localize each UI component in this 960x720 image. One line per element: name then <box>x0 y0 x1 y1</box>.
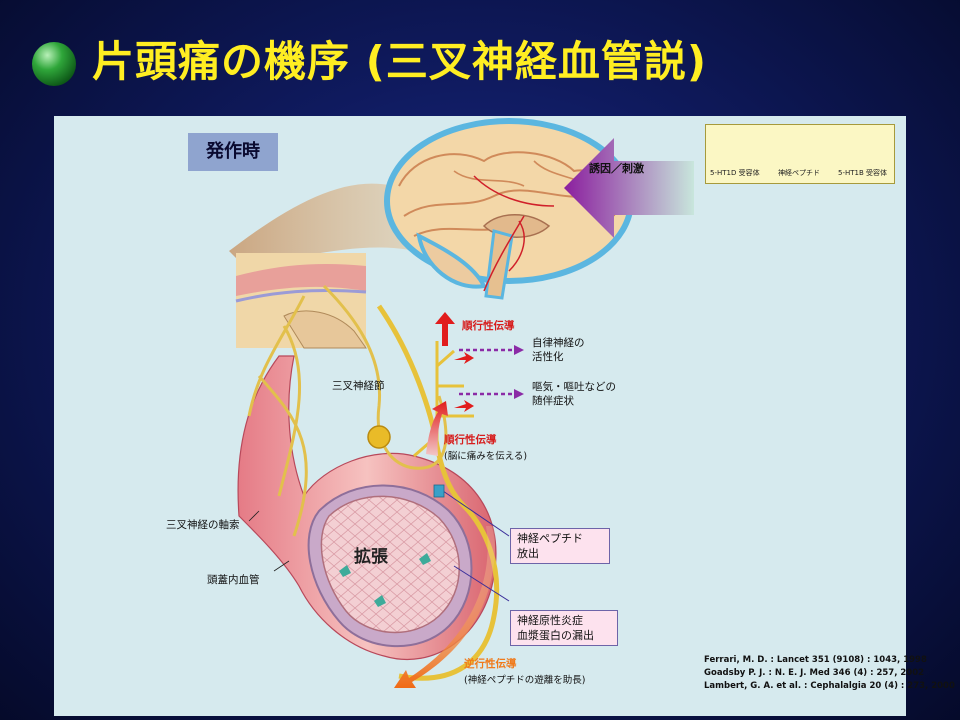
pointer-axon <box>248 510 260 522</box>
reference-item: Ferrari, M. D. : Lancet 351 (9108) : 104… <box>704 655 927 665</box>
vessel-lumen <box>320 495 460 634</box>
trigeminal-ganglion <box>367 425 391 449</box>
legend-box: 5-HT1D 受容体 神経ペプチド 5-HT1B 受容体 <box>705 124 895 184</box>
receptor-markers <box>339 484 445 607</box>
antidromic-sublabel: (神経ペプチドの遊離を助長) <box>464 675 586 686</box>
legend-label-neuropeptide: 神経ペプチド <box>778 169 820 177</box>
dashed-arrow-autonomic-head <box>514 345 524 355</box>
nausea-label: 嘔気・嘔吐などの 随伴症状 <box>532 381 616 407</box>
trigeminal-axon-label: 三叉神経の軸索 <box>166 519 240 531</box>
stimulus-label: 誘因／刺激 <box>589 162 644 175</box>
slide-title: 片頭痛の機序 (三叉神経血管説) <box>92 37 708 86</box>
intracranial-vessel-label: 頭蓋内血管 <box>207 574 260 586</box>
inflammation-box: 神経原性炎症 血漿蛋白の漏出 <box>510 610 618 646</box>
nerve-branches <box>413 341 474 458</box>
pointer-inflammation <box>453 565 510 602</box>
diagram-panel: 発作時 誘因／刺激 5-HT1D 受容体 神経ペプチド 5-HT1B 受容体 順… <box>54 116 955 716</box>
legend-label-5ht1d: 5-HT1D 受容体 <box>710 169 760 177</box>
dilation-label: 拡張 <box>354 547 388 567</box>
orthodromic-label-mid: 順行性伝導 <box>444 434 497 446</box>
trigeminal-main-trunk <box>376 304 500 681</box>
stimulus-arrow <box>564 138 694 238</box>
diagram-illustration <box>229 118 876 688</box>
references: Ferrari, M. D. : Lancet 351 (9108) : 104… <box>704 654 955 693</box>
reference-item: Lambert, G. A. et al. : Cephalalgia 20 (… <box>704 681 955 691</box>
autonomic-label: 自律神経の 活性化 <box>532 337 585 363</box>
orthodromic-arrow-mid <box>426 401 448 456</box>
dashed-arrow-nausea-head <box>514 389 524 399</box>
orthodromic-arrow-top <box>435 312 455 346</box>
activation-arrow-2 <box>454 400 474 412</box>
title-bullet-icon <box>32 42 76 86</box>
trigeminal-ganglion-label: 三叉神経節 <box>332 380 385 392</box>
antidromic-label: 逆行性伝導 <box>464 658 517 670</box>
trigeminal-nerve-fibers <box>247 284 448 537</box>
reference-item: Goadsby P. J. : N. E. J. Med 346 (4) : 2… <box>704 668 925 678</box>
activation-arrow-1 <box>454 352 474 364</box>
phase-label: 発作時 <box>188 133 278 171</box>
orthodromic-sublabel: (脳に痛みを伝える) <box>444 451 528 462</box>
pointer-peptide <box>442 490 510 537</box>
peptide-release-box: 神経ペプチド 放出 <box>510 528 610 564</box>
antidromic-arrow <box>394 526 496 688</box>
magnified-inset <box>235 253 367 349</box>
pointer-vessel <box>273 560 290 572</box>
orthodromic-label-top: 順行性伝導 <box>462 320 515 332</box>
legend-label-5ht1b: 5-HT1B 受容体 <box>838 169 887 177</box>
